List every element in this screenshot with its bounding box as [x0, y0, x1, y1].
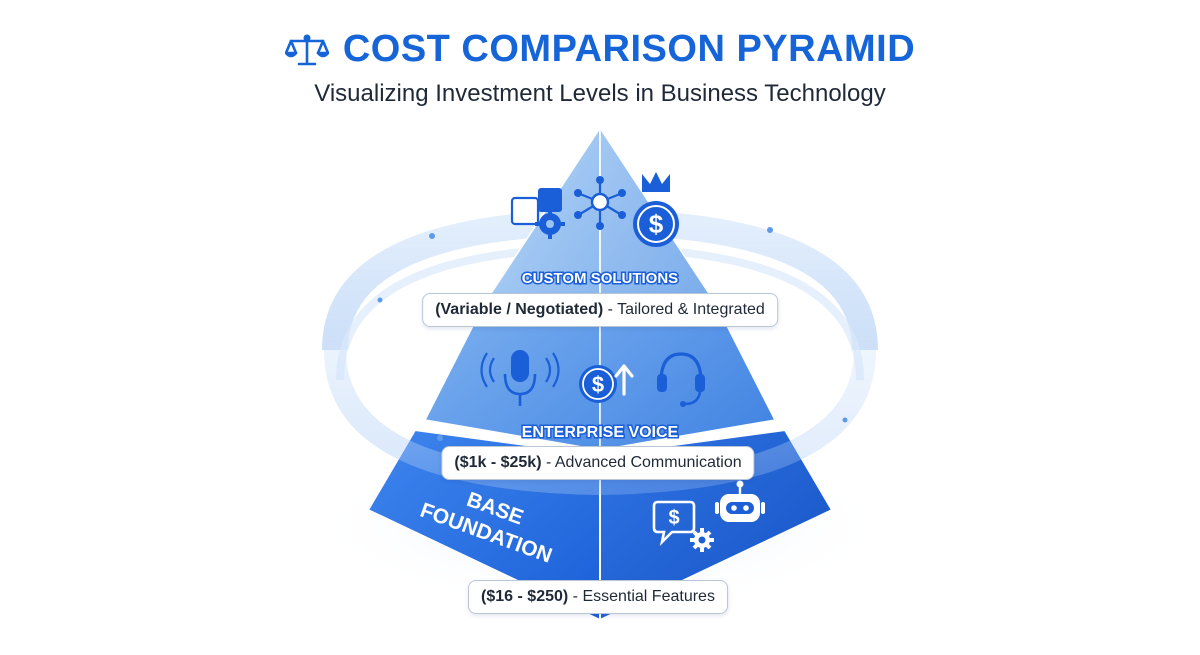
tier-base-desc: - Essential Features [568, 588, 715, 605]
chat-dollar-gear-icon: $ [652, 500, 714, 552]
dollar-growth-icon: $ [579, 364, 634, 403]
ring-dot [767, 227, 773, 233]
ring-dot [842, 417, 848, 423]
tier-middle-price: ($1k - $25k) [454, 454, 542, 471]
headset-icon [657, 352, 705, 407]
tier-top-desc: - Tailored & Integrated [603, 301, 765, 318]
ring-dot [377, 297, 383, 303]
title-row: COST COMPARISON PYRAMID [0, 28, 1200, 71]
ring-dot [437, 435, 443, 441]
tier-middle-desc: - Advanced Communication [541, 454, 742, 471]
tier-base-price: ($16 - $250) [481, 588, 569, 605]
header: COST COMPARISON PYRAMID Visualizing Inve… [0, 0, 1200, 120]
orbit-ring-front [324, 227, 876, 495]
tier-top-price: (Variable / Negotiated) [435, 301, 604, 318]
tier-middle-price-label: ($1k - $25k) - Advanced Communication [441, 446, 755, 480]
network-hub-icon [574, 176, 626, 230]
page-subtitle: Visualizing Investment Levels in Busines… [314, 80, 886, 107]
svg-text:$: $ [649, 209, 664, 239]
tier-middle [423, 311, 777, 451]
tier-base-price-label: ($16 - $250) - Essential Features [468, 580, 728, 614]
svg-text:$: $ [592, 372, 604, 397]
puzzle-gear-icon [510, 188, 565, 239]
tier-middle-name: ENTERPRISE VOICE [522, 424, 679, 441]
tier-top-price-label: (Variable / Negotiated) - Tailored & Int… [422, 293, 778, 327]
tier-top-name: CUSTOM SOLUTIONS [522, 270, 678, 287]
ring-dot [429, 233, 435, 239]
svg-text:$: $ [668, 507, 679, 529]
microphone-icon [480, 350, 560, 406]
balance-scale-icon [284, 33, 329, 65]
robot-icon [715, 480, 765, 522]
crown-dollar-icon: $ [633, 172, 679, 247]
page-title: COST COMPARISON PYRAMID [342, 28, 916, 70]
